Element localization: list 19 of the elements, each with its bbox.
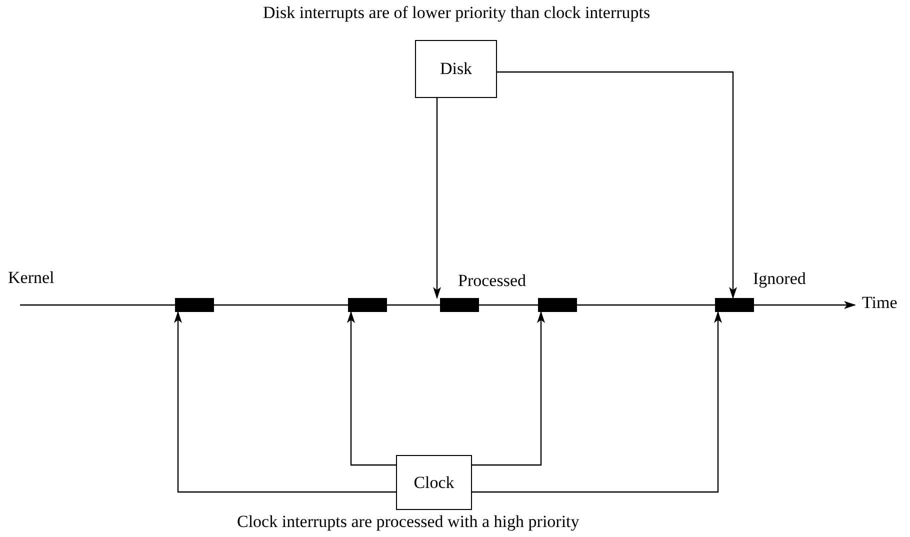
interrupt-bar: [175, 298, 214, 312]
interrupt-bar: [440, 298, 479, 312]
arrow: [433, 98, 441, 299]
arrow: [472, 311, 722, 493]
interrupt-bar: [715, 298, 754, 312]
title: Disk interrupts are of lower priority than clock interrupts: [263, 3, 650, 23]
arrow: [347, 311, 396, 466]
process-box: Disk: [415, 40, 497, 98]
event-label: Ignored: [753, 269, 806, 289]
arrow: [472, 311, 545, 466]
timeline-label: Kernel: [8, 268, 54, 288]
interrupt-bar: [348, 298, 387, 312]
event-label: Processed: [458, 271, 526, 291]
interrupt-bar: [538, 298, 577, 312]
arrow: [174, 311, 396, 493]
process-box: Clock: [396, 455, 472, 510]
arrow: [497, 71, 737, 299]
caption: Clock interrupts are processed with a high priority: [237, 512, 580, 532]
axis-label: Time: [862, 293, 898, 313]
